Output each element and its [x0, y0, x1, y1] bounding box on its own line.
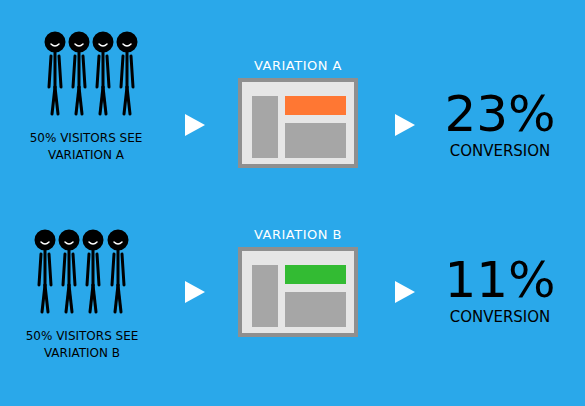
flow-triangle [395, 114, 415, 136]
variation-title: VARIATION A [236, 58, 360, 74]
visitor-share: 50% VISITORS SEE VARIATION B [20, 328, 144, 362]
flow-triangle [395, 281, 415, 303]
conversion-rate: 11% [428, 252, 572, 308]
flow-triangle [185, 281, 205, 303]
page-variation: VARIATION B [236, 227, 360, 337]
conversion-rate: 23% [428, 86, 572, 142]
page-variation: VARIATION A [236, 58, 360, 168]
visitor-figures [46, 33, 136, 114]
variation-title: VARIATION B [236, 227, 360, 243]
page-mockup [240, 80, 356, 166]
conversion-caption: CONVERSION [428, 142, 572, 160]
conversion-caption: CONVERSION [428, 308, 572, 326]
page-mockup [240, 249, 356, 335]
visitor-figures [36, 231, 127, 312]
visitor-share: 50% VISITORS SEE VARIATION A [24, 130, 148, 164]
flow-triangle [185, 114, 205, 136]
